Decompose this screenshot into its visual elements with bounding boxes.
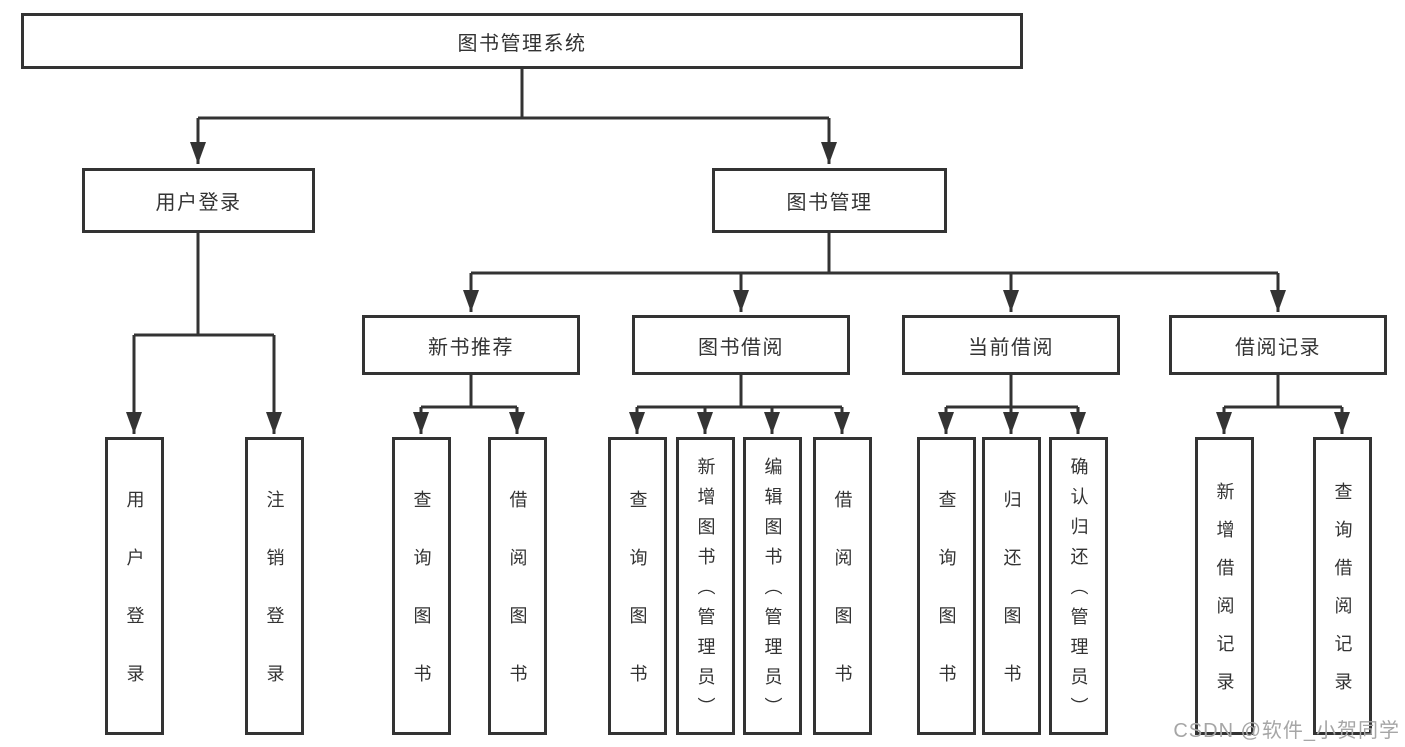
connector-user-login-trunk	[134, 233, 274, 337]
leaf-logout-login-label: 注销登录	[264, 490, 285, 722]
leaf-user-login-label: 用户登录	[124, 490, 145, 722]
node-user-login: 用户登录	[82, 168, 315, 233]
leaf-confirm-return-admin: 确认归还（管理员）	[1049, 437, 1108, 735]
leaf-query-books-borrowing-label: 查询图书	[627, 490, 648, 722]
leaf-add-borrow-record: 新增借阅记录	[1195, 437, 1254, 735]
leaf-query-books-current: 查询图书	[917, 437, 976, 735]
connector-book-borrow-trunk	[637, 375, 842, 409]
node-borrowing-records: 借阅记录	[1169, 315, 1387, 375]
node-new-book-recommend: 新书推荐	[362, 315, 580, 375]
leaf-edit-book-admin-label: 编辑图书（管理员）	[762, 457, 783, 727]
leaf-edit-book-admin: 编辑图书（管理员）	[743, 437, 802, 735]
leaf-borrow-books-newbook-label: 借阅图书	[507, 490, 528, 722]
leaf-confirm-return-admin-label: 确认归还（管理员）	[1068, 457, 1089, 727]
leaf-borrow-books-newbook: 借阅图书	[488, 437, 547, 735]
csdn-watermark: CSDN @软件_小贺同学	[1173, 720, 1400, 742]
node-book-management: 图书管理	[712, 168, 947, 233]
connector-current-borrow-trunk	[946, 375, 1078, 409]
leaf-add-book-admin: 新增图书（管理员）	[676, 437, 735, 735]
leaf-user-login: 用户登录	[105, 437, 164, 735]
leaf-borrow-books-borrowing: 借阅图书	[813, 437, 872, 735]
leaf-query-books-newbook-label: 查询图书	[411, 490, 432, 722]
leaf-query-borrow-record-label: 查询借阅记录	[1332, 482, 1353, 710]
connector-new-book-trunk	[421, 375, 517, 409]
leaf-query-books-current-label: 查询图书	[936, 490, 957, 722]
node-current-borrowing: 当前借阅	[902, 315, 1120, 375]
node-root-system: 图书管理系统	[21, 13, 1023, 69]
leaf-borrow-books-borrowing-label: 借阅图书	[832, 490, 853, 722]
leaf-return-book-label: 归还图书	[1001, 490, 1022, 722]
leaf-query-books-newbook: 查询图书	[392, 437, 451, 735]
leaf-add-borrow-record-label: 新增借阅记录	[1214, 482, 1235, 710]
leaf-query-borrow-record: 查询借阅记录	[1313, 437, 1372, 735]
connector-book-management-trunk	[471, 233, 1278, 275]
leaf-logout-login: 注销登录	[245, 437, 304, 735]
leaf-query-books-borrowing: 查询图书	[608, 437, 667, 735]
leaf-add-book-admin-label: 新增图书（管理员）	[695, 457, 716, 727]
connector-borrow-records-trunk	[1224, 375, 1342, 409]
connector-root-trunk	[198, 69, 829, 120]
node-book-borrowing: 图书借阅	[632, 315, 850, 375]
leaf-return-book: 归还图书	[982, 437, 1041, 735]
